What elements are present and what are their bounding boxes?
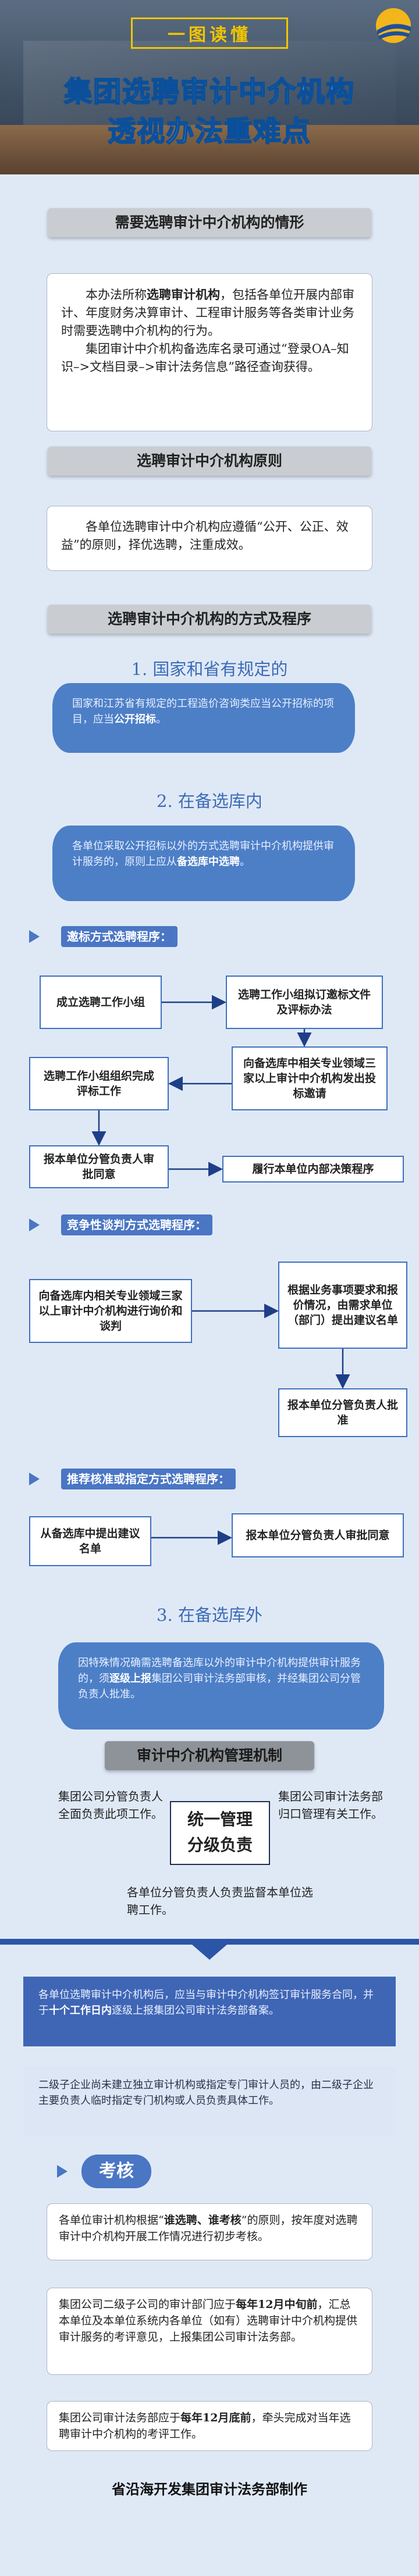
background-desk [0, 125, 419, 174]
arrow-down-icon [192, 1945, 227, 1960]
flow2-step3: 报本单位分管负责人批准 [278, 1388, 407, 1437]
manage-center-line2: 分级负责 [187, 1835, 253, 1855]
header-title-line2: 透视办法重难点 [107, 115, 311, 148]
assessment-rule1: 各单位审计机构根据“谁选聘、谁考核”的原则，按年度对选聘审计中介机构开展工作情况… [47, 2203, 372, 2260]
footer-credit: 省沿海开发集团审计法务部制作 [112, 2481, 307, 2498]
flow2-step2: 根据业务事项要求和报价情况，由需求单位（部门）提出建议名单 [278, 1262, 407, 1349]
highlight-text: 每年12月底前 [180, 2411, 251, 2424]
text-span: 国家和江苏省有规定的工程造价咨询类应当公开招标的项目，应当 [72, 698, 334, 726]
triangle-marker-icon [57, 2165, 68, 2178]
section4-title: 审计中介机构管理机制 [105, 1741, 314, 1770]
highlight-text: 十个工作日内 [49, 2005, 112, 2017]
flow2-tag: 竞争性谈判方式选聘程序： [61, 1214, 212, 1235]
header-title-line1: 集团选聘审计中介机构 [63, 75, 355, 109]
text-span: 各单位采取公开招标以外的方式选聘审计中介机构提供审计服务的，原则上应从 [72, 840, 334, 868]
manage-left-text: 集团公司分管负责人全面负责此项工作。 [58, 1789, 163, 1821]
flow3-tag: 推荐核准或指定方式选聘程序： [61, 1469, 236, 1489]
section3-blob1: 国家和江苏省有规定的工程造价咨询类应当公开招标的项目，应当公开招标。 [52, 683, 355, 753]
flow1-step6: 履行本单位内部决策程序 [222, 1156, 404, 1182]
filing-box: 各单位选聘审计中介机构后，应当与审计中介机构签订审计服务合同，并于十个工作日内逐… [23, 1977, 396, 2046]
highlight-text: 选聘审计机构 [147, 287, 220, 302]
company-logo-icon [376, 8, 411, 43]
flow1-step4: 选聘工作小组组织完成评标工作 [29, 1057, 169, 1110]
triangle-marker-icon [29, 930, 40, 943]
text-span: ，牵头完成对当年选聘审计中介机构的考评工作。 [59, 2411, 351, 2441]
assessment-rule3: 集团公司审计法务部应于每年12月底前，牵头完成对当年选聘审计中介机构的考评工作。 [47, 2401, 372, 2451]
section2-title: 选聘审计中介机构原则 [48, 446, 371, 476]
section3-sub3: 3. 在备选库外 [157, 1605, 262, 1625]
flow1-step5: 报本单位分管负责人审批同意 [29, 1145, 169, 1188]
section1-paragraph1: 本办法所称选聘审计机构，包括各单位开展内部审计、年度财务决算审计、工程审计服务等… [61, 285, 358, 340]
highlight-text: 每年12月中旬前 [236, 2298, 318, 2311]
section2-textbox: 各单位选聘审计中介机构应遵循“公开、公正、效益”的原则，择优选聘，注重成效。 [47, 506, 372, 571]
text-span: 。 [156, 713, 166, 726]
flow1-tag: 邀标方式选聘程序： [61, 926, 177, 947]
section3-blob3: 因特殊情况确需选聘备选库以外的审计中介机构提供审计服务的，须逐级上报集团公司审计… [58, 1642, 384, 1730]
section3-title: 选聘审计中介机构的方式及程序 [48, 605, 371, 634]
text-span: 逐级上报集团公司审计法务部备案。 [112, 2005, 279, 2017]
section3-blob2: 各单位采取公开招标以外的方式选聘审计中介机构提供审计服务的，原则上应从备选库中选… [52, 826, 355, 901]
text-span: 各单位选聘审计中介机构后，应当与审计中介机构签订审计服务合同，并于 [38, 1989, 374, 2017]
text-span: 。 [240, 856, 250, 868]
text-span: ，包括各单位开展内部审计、年度财务决算审计、工程审计服务等各类审计业务时需要选聘… [61, 288, 354, 338]
highlight-text: 公开招标 [114, 713, 156, 726]
flow1-step1: 成立选聘工作小组 [40, 976, 162, 1029]
flow1-step3: 向备选库中相关专业领域三家以上审计中介机构发出投标邀请 [232, 1046, 388, 1110]
assessment-rule2: 集团公司二级子公司的审计部门应于每年12月中旬前，汇总本单位及本单位系统内各单位… [47, 2288, 372, 2375]
highlight-text: 逐级上报 [109, 1673, 151, 1685]
manage-right-text: 集团公司审计法务部归口管理有关工作。 [278, 1789, 383, 1821]
section1-textbox: 本办法所称选聘审计机构，包括各单位开展内部审计、年度财务决算审计、工程审计服务等… [47, 273, 372, 431]
section1-paragraph2: 集团审计中介机构备选库名录可通过“登录OA–知识–>文档目录–>审计法务信息”路… [61, 342, 349, 374]
triangle-marker-icon [29, 1219, 40, 1231]
header-badge: 一图读懂 [131, 17, 288, 49]
text-span: ，汇总本单位及本单位系统内各单位（如有）选聘审计中介机构提供审计服务的考评意见，… [59, 2298, 358, 2343]
flow1-step2: 选聘工作小组拟订邀标文件及评标办法 [226, 976, 383, 1029]
flow3-step2: 报本单位分管负责人审批同意 [232, 1513, 404, 1557]
manage-bottom-text: 各单位分管负责人负责监督本单位选聘工作。 [127, 1885, 313, 1917]
section3-sub2: 2. 在备选库内 [157, 791, 262, 811]
highlight-text: 谁选聘、谁考核 [164, 2214, 242, 2227]
section2-text: 各单位选聘审计中介机构应遵循“公开、公正、效益”的原则，择优选聘，注重成效。 [61, 520, 349, 552]
text-span: 本办法所称 [86, 288, 147, 302]
text-span: 各单位审计机构根据“ [59, 2214, 164, 2227]
divider-bar [0, 1939, 419, 1945]
section1-title: 需要选聘审计中介机构的情形 [48, 208, 371, 237]
flow3-step1: 从备选库中提出建议名单 [29, 1516, 151, 1566]
manage-center-line1: 统一管理 [187, 1810, 253, 1829]
assessment-tag: 考核 [81, 2155, 151, 2188]
text-span: 集团公司二级子公司的审计部门应于 [59, 2298, 236, 2311]
text-span: ”的原则，按年度对选聘审计中介机构开展工作情况进行初步考核。 [59, 2214, 358, 2243]
text-span: 因特殊情况确需选聘备选库以外的审计中介机构提供审计服务的，须 [78, 1657, 361, 1685]
text-span: 集团公司审计法务部应于 [59, 2411, 181, 2424]
section3-sub1: 1. 国家和省有规定的 [131, 659, 288, 679]
highlight-text: 备选库中选聘 [177, 856, 240, 868]
subsidiary-box: 二级子企业尚未建立独立审计机构或指定专门审计人员的，由二级子企业主要负责人临时指… [23, 2067, 396, 2136]
triangle-marker-icon [29, 1473, 40, 1485]
header-banner [0, 0, 419, 174]
text-span: 集团公司审计法务部审核，并经集团公司分管负责人批准。 [78, 1673, 361, 1700]
manage-center-box: 统一管理 分级负责 [170, 1801, 270, 1865]
flow2-step1: 向备选库内相关专业领域三家以上审计中介机构进行询价和谈判 [29, 1279, 192, 1343]
